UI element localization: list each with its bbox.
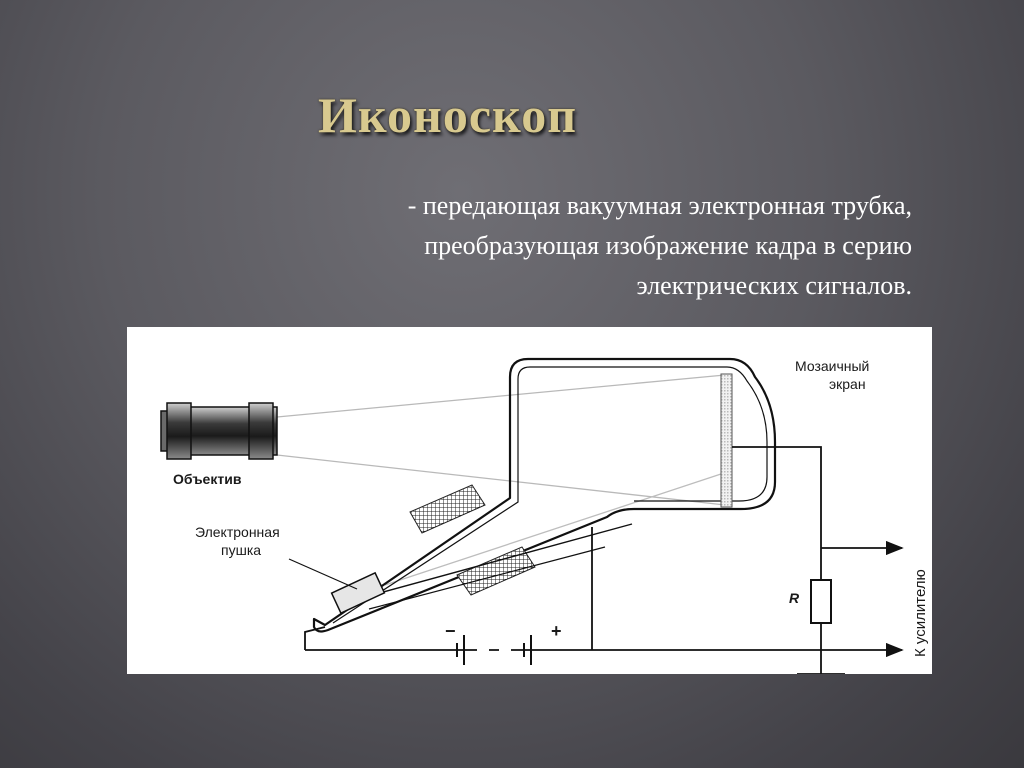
mosaic-screen (720, 373, 733, 508)
mosaic-screen-label: экран (829, 376, 866, 392)
mosaic-screen-label: Мозаичный (795, 358, 869, 374)
circuit-wiring (304, 446, 904, 674)
description-line: - передающая вакуумная электронная трубк… (407, 191, 912, 220)
description-line: преобразующая изображение кадра в серию (424, 231, 912, 260)
lens-label: Объектив (173, 471, 242, 487)
slide-description: - передающая вакуумная электронная трубк… (240, 186, 912, 306)
tube-envelope (312, 357, 777, 633)
amplifier-output-label: К усилителю (912, 569, 929, 657)
slide-title: Иконоскоп (318, 87, 577, 143)
deflection-plate-upper (409, 484, 486, 534)
gun-leader-line (288, 558, 358, 590)
electron-gun-label: пушка (221, 542, 261, 558)
lens-objective (160, 402, 278, 460)
electron-gun-label: Электронная (195, 524, 280, 540)
resistor (810, 579, 832, 624)
resistor-label: R (789, 590, 800, 606)
deflection-plate-lower (456, 546, 536, 596)
light-rays (276, 374, 726, 506)
electron-gun (330, 571, 386, 615)
diagram-svg: Объектив Мозаичный экран Электронная пуш… (160, 357, 929, 674)
battery-minus-label: − (445, 621, 456, 641)
electron-beam (384, 471, 728, 586)
battery-plus-label: + (551, 621, 562, 641)
iconoscope-diagram: Объектив Мозаичный экран Электронная пуш… (127, 327, 932, 674)
battery (456, 635, 532, 665)
description-line: электрических сигналов. (636, 271, 913, 300)
